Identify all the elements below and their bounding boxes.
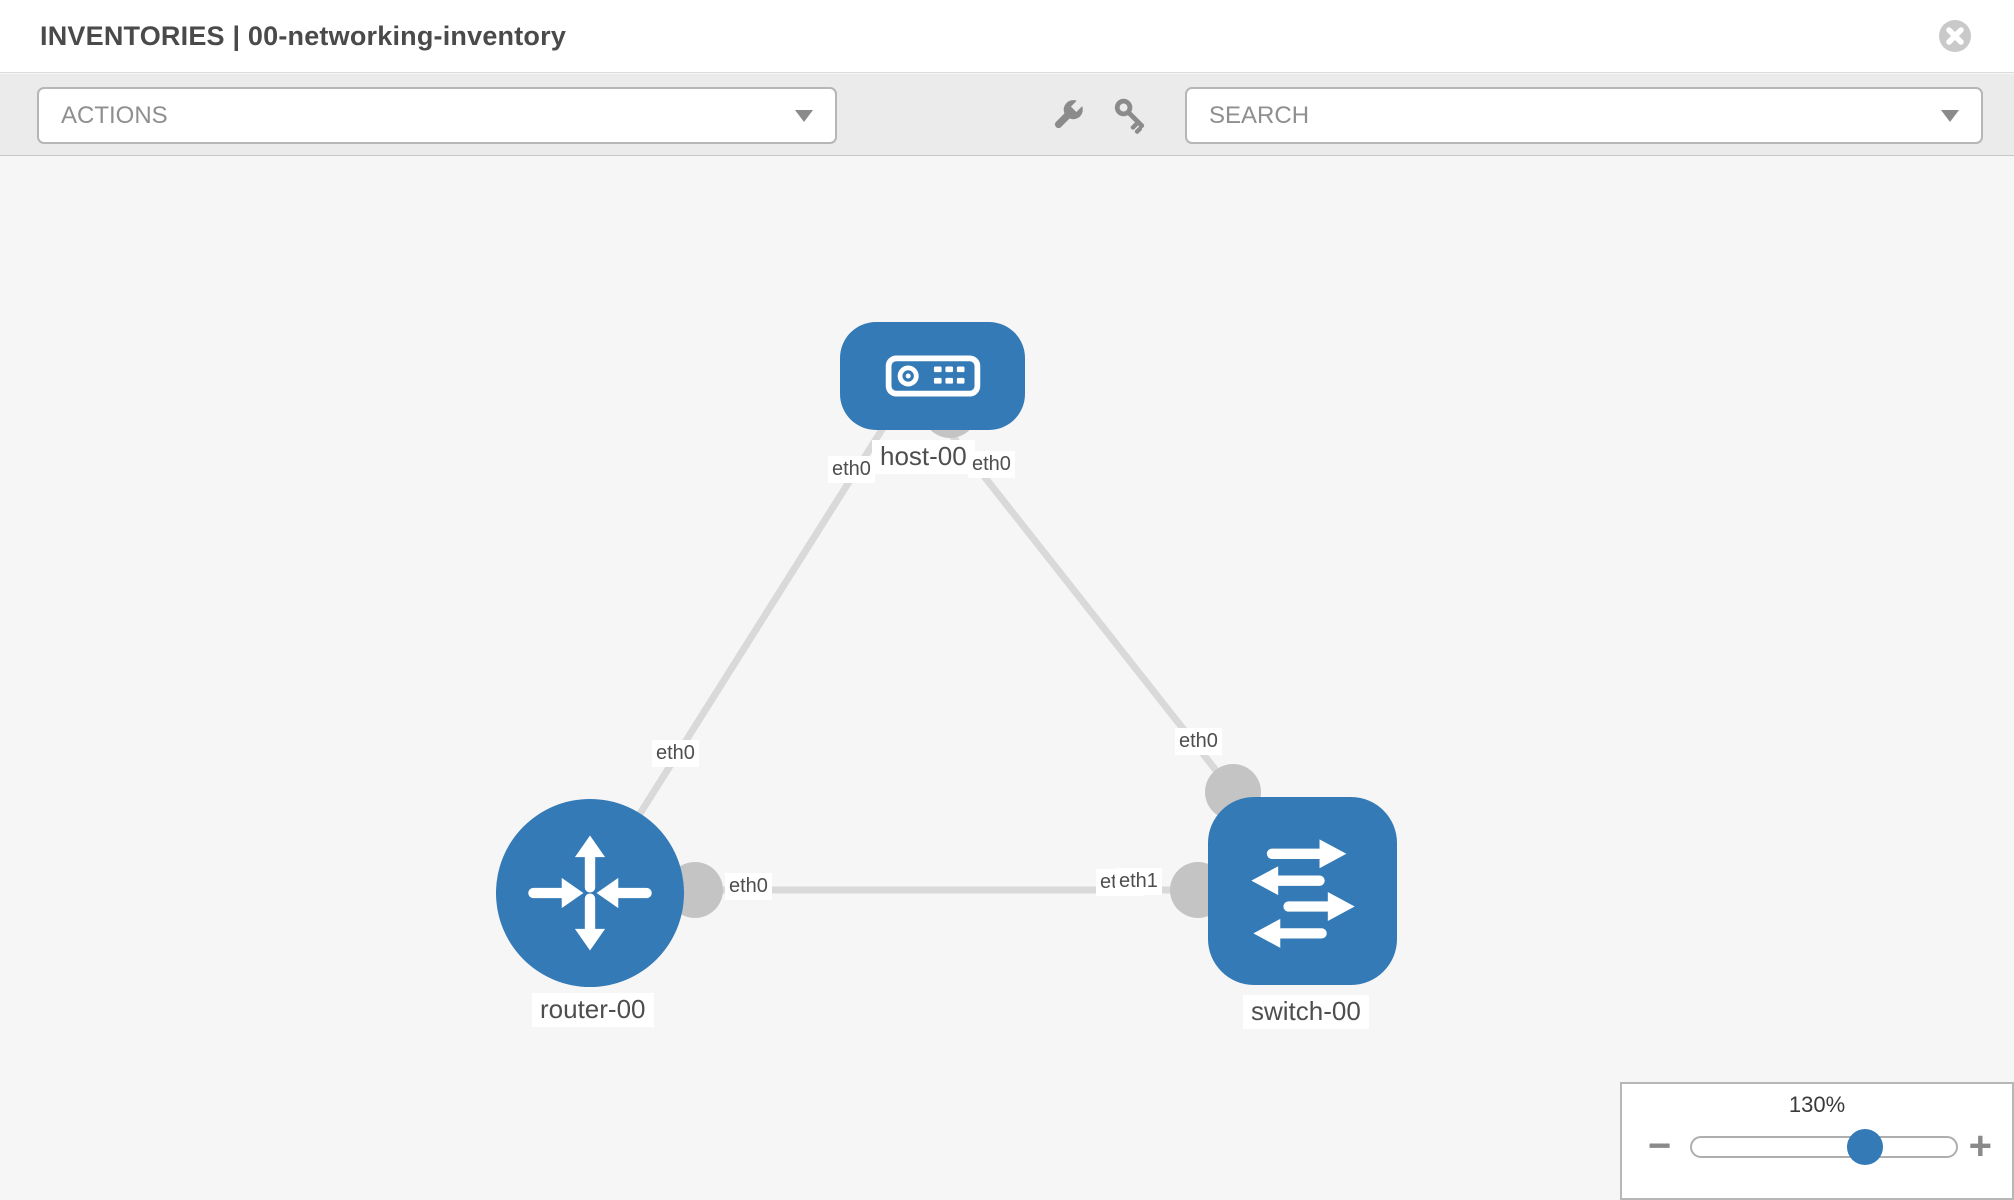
key-icon[interactable]	[1113, 98, 1149, 134]
zoom-out-button[interactable]: −	[1648, 1124, 1672, 1168]
interface-label: eth0	[725, 873, 772, 900]
chevron-down-icon	[795, 109, 813, 122]
interface-label: eth0	[1175, 728, 1222, 755]
search-dropdown-label: SEARCH	[1209, 101, 1310, 129]
zoom-in-button[interactable]: +	[1968, 1124, 1992, 1168]
search-dropdown[interactable]: SEARCH	[1185, 87, 1983, 144]
close-icon	[1939, 20, 1971, 52]
topology-links	[587, 382, 1261, 918]
node-host-00[interactable]	[840, 322, 1025, 430]
node-router-00[interactable]	[496, 799, 684, 987]
interface-label: eth0	[968, 451, 1015, 478]
node-label-switch: switch-00	[1243, 995, 1369, 1029]
interface-label: eth1	[1115, 868, 1162, 895]
interface-label: eth0	[652, 740, 699, 767]
interface-label: eth0	[828, 456, 875, 483]
wrench-icon[interactable]	[1050, 98, 1086, 134]
toolbar: ACTIONS SEARCH	[0, 74, 2014, 156]
zoom-panel: 130% − +	[1620, 1082, 2014, 1200]
close-button[interactable]	[1938, 19, 1972, 53]
zoom-slider-track[interactable]	[1690, 1129, 1958, 1165]
chevron-down-icon	[1941, 109, 1959, 122]
actions-dropdown[interactable]: ACTIONS	[37, 87, 837, 144]
actions-dropdown-label: ACTIONS	[61, 101, 168, 129]
host-icon	[885, 355, 980, 397]
node-label-router: router-00	[532, 993, 654, 1027]
node-switch-00[interactable]	[1208, 797, 1397, 985]
header: INVENTORIES | 00-networking-inventory	[0, 0, 2014, 73]
node-label-host: host-00	[872, 440, 975, 474]
zoom-slider-thumb[interactable]	[1847, 1129, 1883, 1165]
zoom-level: 130%	[1788, 1092, 1846, 1117]
page-title: INVENTORIES | 00-networking-inventory	[40, 20, 567, 51]
switch-icon	[1250, 839, 1355, 948]
router-icon	[528, 835, 652, 951]
topology-canvas[interactable]: host-00 router-00 switch-00 eth0 eth0 et…	[0, 157, 2014, 1200]
